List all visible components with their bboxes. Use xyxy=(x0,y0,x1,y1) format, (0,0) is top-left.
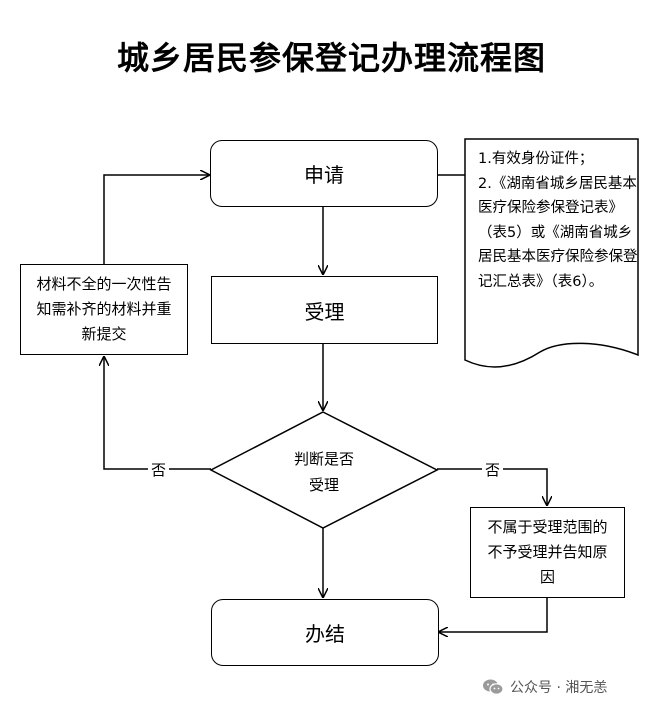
reject-node: 不属于受理范围的不予受理并告知原因 xyxy=(470,507,625,598)
edge-label-no-right: 否 xyxy=(482,459,504,480)
decision-label-line2: 受理 xyxy=(308,476,339,494)
wechat-icon xyxy=(483,679,504,695)
incomplete-materials-label: 材料不全的一次性告知需补齐的材料并重新提交 xyxy=(36,275,172,343)
arrow-decision-to-reject xyxy=(437,468,547,505)
reject-label: 不属于受理范围的不予受理并告知原因 xyxy=(487,518,608,586)
decision-label-line1: 判断是否 xyxy=(293,450,354,468)
footer-watermark: 公众号 · 湘无恙 xyxy=(482,677,607,697)
edge-label-no-left: 否 xyxy=(148,459,170,480)
required-documents-note: 1.有效身份证件； 2.《湖南省城乡居民基本医疗保险参保登记表》（表5）或《湖南… xyxy=(478,147,638,294)
apply-node: 申请 xyxy=(210,140,438,207)
incomplete-materials-node: 材料不全的一次性告知需补齐的材料并重新提交 xyxy=(20,264,188,355)
note-line-2: 2.《湖南省城乡居民基本医疗保险参保登记表》（表5）或《湖南省城乡居民基本医疗保… xyxy=(478,175,638,290)
note-line-1: 1.有效身份证件； xyxy=(478,151,594,167)
accept-node: 受理 xyxy=(211,276,438,344)
decision-diamond xyxy=(209,411,439,529)
finish-node: 办结 xyxy=(211,599,439,666)
arrow-incomplete-to-apply xyxy=(103,175,209,264)
accept-label: 受理 xyxy=(304,299,345,324)
page-title: 城乡居民参保登记办理流程图 xyxy=(116,39,546,77)
arrow-reject-to-finish xyxy=(439,598,548,632)
finish-label: 办结 xyxy=(305,622,345,646)
footer-text: 公众号 · 湘无恙 xyxy=(510,680,608,696)
decision-label: 判断是否 受理 xyxy=(268,446,380,498)
arrow-decision-to-incomplete xyxy=(104,357,211,470)
apply-label: 申请 xyxy=(304,163,344,187)
note-document-shape xyxy=(464,138,639,368)
